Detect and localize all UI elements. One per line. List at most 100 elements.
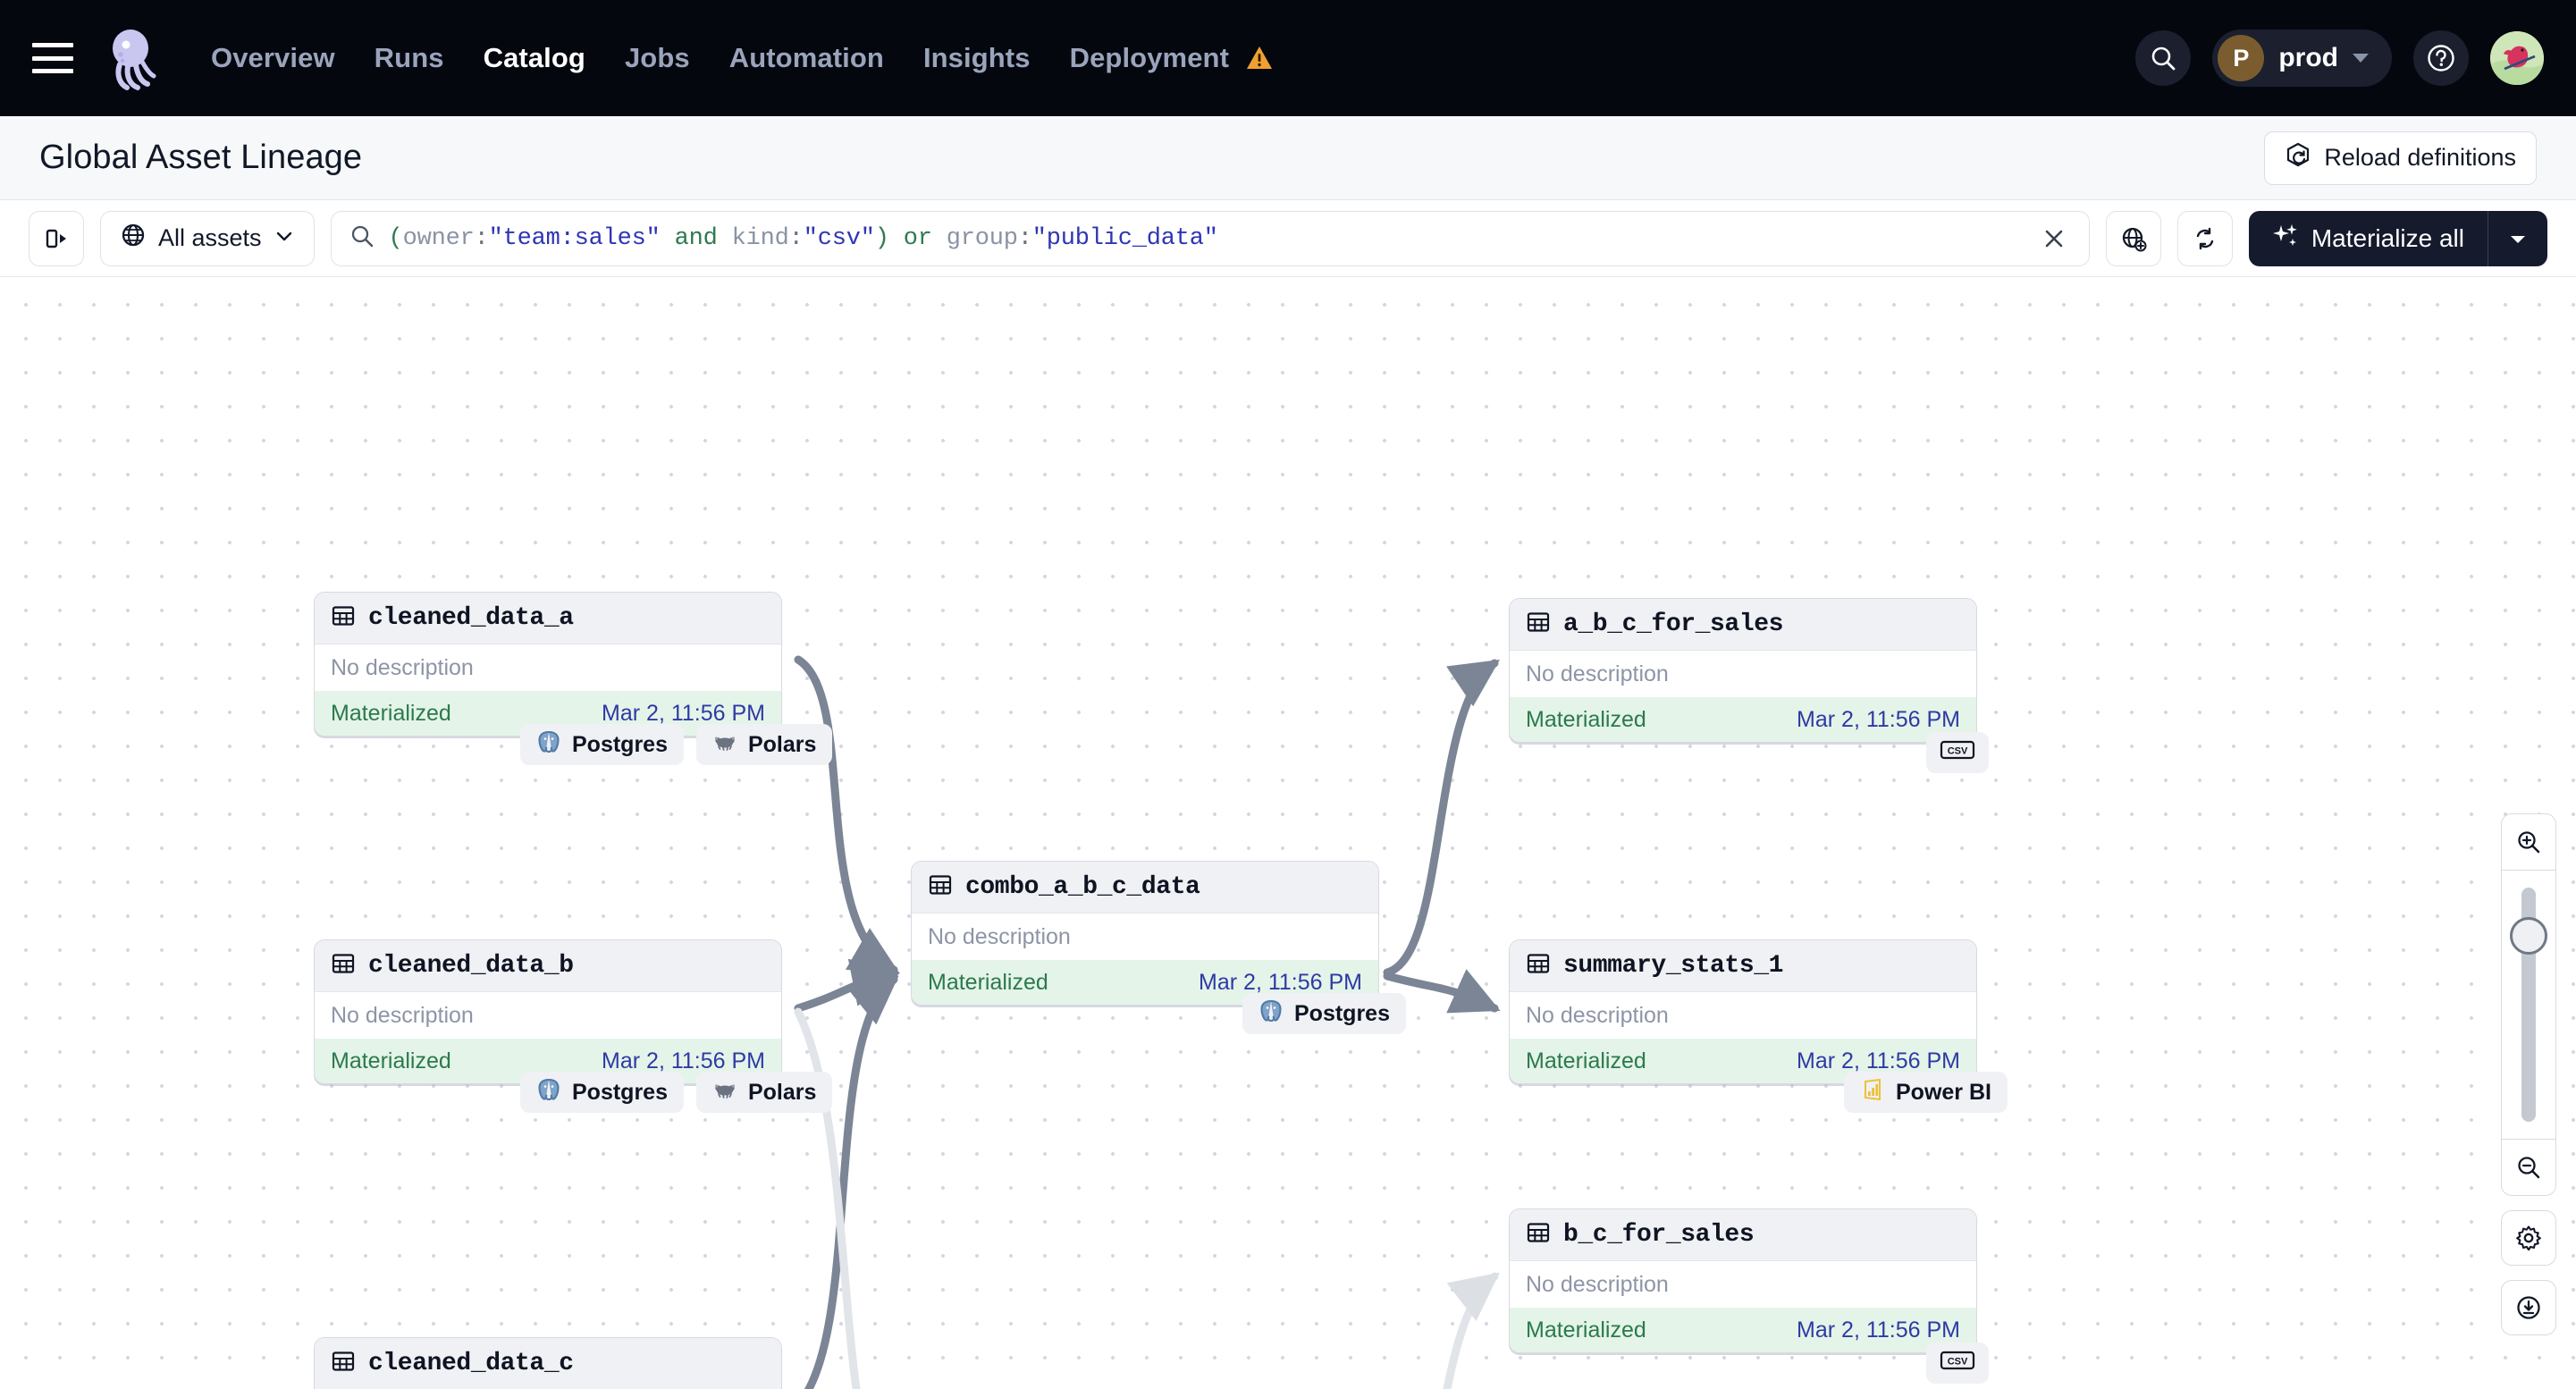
zoom-slider-group bbox=[2501, 813, 2556, 1196]
chevron-down-icon bbox=[274, 224, 294, 252]
zoom-slider-thumb[interactable] bbox=[2510, 917, 2547, 955]
asset-node-tags-summary_stats_1: Power BI bbox=[1844, 1072, 2008, 1113]
asset-node-header: summary_stats_1 bbox=[1510, 940, 1976, 992]
primary-nav-links: Overview Runs Catalog Jobs Automation In… bbox=[191, 33, 1292, 83]
status-badge: Materialized bbox=[928, 969, 1048, 995]
asset-node-name: b_c_for_sales bbox=[1563, 1221, 1755, 1249]
nav-right-cluster: P prod bbox=[2135, 0, 2544, 116]
asset-search-box[interactable]: (owner:"team:sales" and kind:"csv") or g… bbox=[330, 210, 2090, 266]
materialization-timestamp[interactable]: Mar 2, 11:56 PM bbox=[1199, 969, 1362, 995]
deployment-selector[interactable]: P prod bbox=[2212, 29, 2392, 87]
status-badge: Materialized bbox=[331, 700, 451, 726]
asset-node-name: cleaned_data_b bbox=[368, 952, 574, 980]
polars-icon bbox=[712, 1077, 737, 1108]
table-icon bbox=[331, 1349, 356, 1378]
materialization-timestamp[interactable]: Mar 2, 11:56 PM bbox=[602, 700, 765, 726]
panel-expand-icon[interactable] bbox=[29, 210, 84, 266]
kind-tag-label: Polars bbox=[747, 731, 817, 757]
zoom-slider[interactable] bbox=[2502, 871, 2555, 1139]
nav-link-catalog[interactable]: Catalog bbox=[464, 33, 605, 83]
help-icon[interactable] bbox=[2413, 30, 2469, 86]
kind-tag-postgres[interactable]: Postgres bbox=[520, 1072, 684, 1113]
nav-link-overview[interactable]: Overview bbox=[191, 33, 355, 83]
hamburger-menu-icon[interactable] bbox=[32, 43, 73, 73]
gear-icon[interactable] bbox=[2501, 1210, 2556, 1266]
top-navigation-bar: Overview Runs Catalog Jobs Automation In… bbox=[0, 0, 2576, 116]
refresh-icon[interactable] bbox=[2176, 210, 2233, 266]
materialization-timestamp[interactable]: Mar 2, 11:56 PM bbox=[602, 1048, 765, 1073]
nav-link-insights[interactable]: Insights bbox=[904, 33, 1050, 83]
postgres-icon bbox=[1259, 998, 1284, 1030]
kind-tag-label: Postgres bbox=[572, 1079, 668, 1105]
clear-search-icon[interactable] bbox=[2037, 222, 2071, 256]
warning-triangle-icon bbox=[1246, 45, 1273, 69]
asset-scope-filter[interactable]: All assets bbox=[100, 210, 315, 266]
nav-label: Automation bbox=[728, 42, 884, 73]
download-circle-icon[interactable] bbox=[2501, 1280, 2556, 1335]
asset-node-header: cleaned_data_b bbox=[315, 940, 781, 992]
asset-node-description: No description bbox=[1510, 651, 1976, 697]
nav-link-jobs[interactable]: Jobs bbox=[605, 33, 710, 83]
globe-plus-icon[interactable] bbox=[2105, 210, 2161, 266]
kind-tag-csv[interactable]: CSV bbox=[1926, 732, 1989, 773]
kind-tag-postgres[interactable]: Postgres bbox=[1242, 993, 1406, 1034]
kind-tag-label: Polars bbox=[747, 1079, 817, 1105]
asset-node-name: combo_a_b_c_data bbox=[965, 873, 1200, 901]
asset-node-tags-a_b_c_for_sales: CSV bbox=[1926, 732, 1989, 773]
asset-node-header: a_b_c_for_sales bbox=[1510, 599, 1976, 651]
polars-icon bbox=[712, 729, 737, 761]
kind-tag-csv[interactable]: CSV bbox=[1926, 1343, 1989, 1384]
kind-tag-polars[interactable]: Polars bbox=[695, 1072, 833, 1113]
csv-icon: CSV bbox=[1939, 737, 1976, 769]
search-input[interactable]: (owner:"team:sales" and kind:"csv") or g… bbox=[388, 224, 1218, 252]
status-badge: Materialized bbox=[1526, 1317, 1646, 1343]
chevron-down-icon bbox=[2353, 54, 2369, 63]
materialize-dropdown-caret-icon[interactable] bbox=[2488, 211, 2547, 266]
asset-node-tags-cleaned_data_a: Postgres Polars bbox=[520, 724, 833, 765]
divider bbox=[2502, 1139, 2555, 1140]
kind-tag-label: Postgres bbox=[1294, 1000, 1390, 1026]
user-avatar[interactable] bbox=[2490, 31, 2544, 85]
kind-tag-power-bi[interactable]: Power BI bbox=[1844, 1072, 2008, 1113]
status-badge: Materialized bbox=[1526, 706, 1646, 732]
reload-definitions-button[interactable]: Reload definitions bbox=[2264, 130, 2537, 185]
page-title: Global Asset Lineage bbox=[39, 139, 363, 176]
postgres-icon bbox=[536, 1077, 561, 1108]
nav-label: Overview bbox=[211, 42, 335, 73]
asset-node-name: summary_stats_1 bbox=[1563, 952, 1784, 980]
asset-node-description: No description bbox=[1510, 1261, 1976, 1308]
divider bbox=[2502, 870, 2555, 871]
nav-link-deployment[interactable]: Deployment bbox=[1050, 33, 1292, 83]
asset-node-cleaned_data_c[interactable]: cleaned_data_cNo descriptionMaterialized… bbox=[314, 1337, 782, 1389]
materialize-all-button[interactable]: Materialize all bbox=[2248, 210, 2547, 266]
nav-label: Insights bbox=[922, 42, 1031, 73]
dagster-logo[interactable] bbox=[98, 25, 164, 91]
asset-node-header: combo_a_b_c_data bbox=[912, 862, 1378, 913]
search-icon[interactable] bbox=[2135, 30, 2192, 86]
materialization-timestamp[interactable]: Mar 2, 11:56 PM bbox=[1797, 706, 1960, 732]
zoom-in-icon[interactable] bbox=[2502, 814, 2555, 870]
zoom-out-icon[interactable] bbox=[2502, 1140, 2555, 1195]
zoom-controls bbox=[2501, 813, 2556, 1335]
deployment-initial: P bbox=[2218, 35, 2265, 81]
kind-tag-postgres[interactable]: Postgres bbox=[520, 724, 684, 765]
svg-text:CSV: CSV bbox=[1948, 745, 1968, 756]
materialize-all-main[interactable]: Materialize all bbox=[2249, 211, 2488, 266]
nav-link-automation[interactable]: Automation bbox=[710, 33, 904, 83]
materialization-timestamp[interactable]: Mar 2, 11:56 PM bbox=[1797, 1048, 1960, 1073]
materialization-timestamp[interactable]: Mar 2, 11:56 PM bbox=[1797, 1317, 1960, 1343]
postgres-icon bbox=[536, 729, 561, 761]
kind-tag-polars[interactable]: Polars bbox=[695, 724, 833, 765]
lineage-toolbar: All assets (owner:"team:sales" and kind:… bbox=[0, 200, 2576, 277]
asset-node-tags-b_c_for_sales: CSV bbox=[1926, 1343, 1989, 1384]
table-icon bbox=[1526, 1220, 1551, 1250]
asset-node-header: cleaned_data_a bbox=[315, 593, 781, 644]
nav-link-runs[interactable]: Runs bbox=[355, 33, 464, 83]
